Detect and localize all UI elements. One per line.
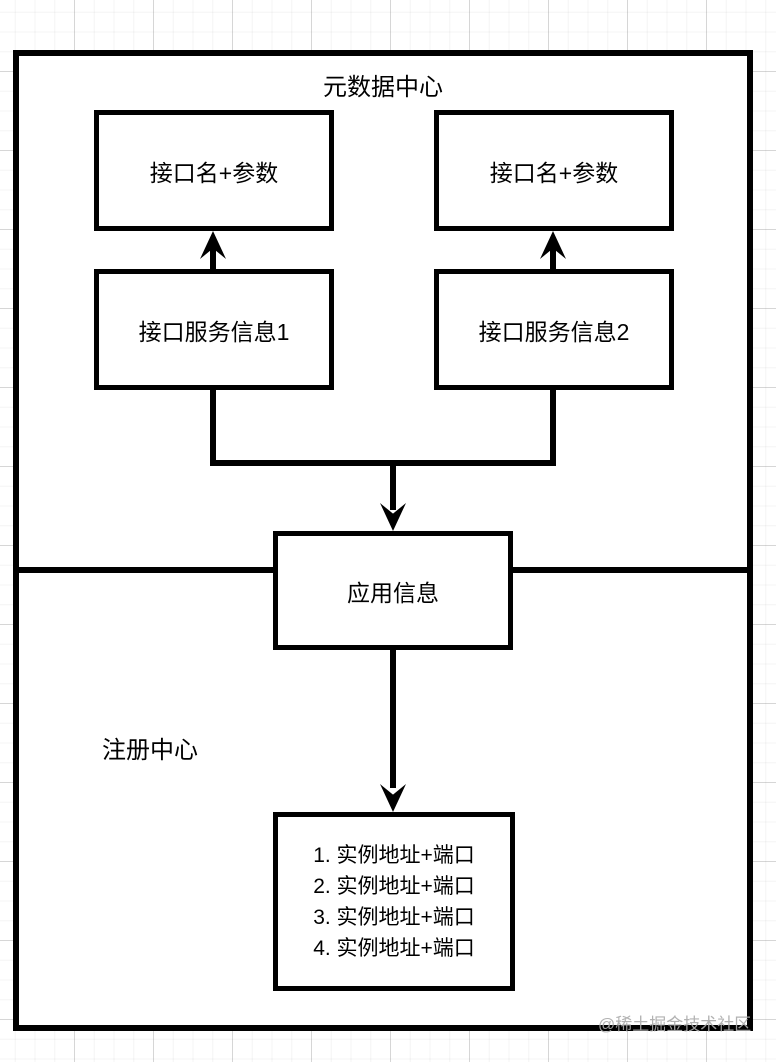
app-info-box: 应用信息 xyxy=(273,531,513,650)
connector-horizontal-merge xyxy=(210,460,556,466)
arrow-shaft-merge-to-app xyxy=(390,460,396,510)
instance-list: 1. 实例地址+端口 2. 实例地址+端口 3. 实例地址+端口 4. 实例地址… xyxy=(313,840,475,964)
interface-box-1-label: 接口名+参数 xyxy=(149,159,279,186)
instance-item-4: 4. 实例地址+端口 xyxy=(313,936,475,960)
instance-item-3: 3. 实例地址+端口 xyxy=(313,905,475,929)
app-info-box-label: 应用信息 xyxy=(347,579,439,606)
connector-drop-left xyxy=(210,390,216,466)
arrow-shaft-svc2-to-if2 xyxy=(550,240,556,270)
interface-box-2: 接口名+参数 xyxy=(434,110,674,231)
service-info-box-1: 接口服务信息1 xyxy=(94,269,334,390)
instance-item-1: 1. 实例地址+端口 xyxy=(313,843,475,867)
instance-list-box: 1. 实例地址+端口 2. 实例地址+端口 3. 实例地址+端口 4. 实例地址… xyxy=(273,812,515,991)
interface-box-2-label: 接口名+参数 xyxy=(489,159,619,186)
arrow-shaft-svc1-to-if1 xyxy=(210,240,216,270)
service-info-box-2: 接口服务信息2 xyxy=(434,269,674,390)
registry-center-title: 注册中心 xyxy=(102,737,198,764)
service-info-box-1-label: 接口服务信息1 xyxy=(138,318,290,345)
service-info-box-2-label: 接口服务信息2 xyxy=(478,318,630,345)
interface-box-1: 接口名+参数 xyxy=(94,110,334,231)
instance-item-2: 2. 实例地址+端口 xyxy=(313,874,475,898)
watermark-text: @稀土掘金技术社区 xyxy=(598,1015,752,1034)
connector-drop-right xyxy=(550,390,556,466)
metadata-center-title: 元数据中心 xyxy=(323,74,443,101)
arrow-shaft-app-to-instances xyxy=(390,650,396,788)
